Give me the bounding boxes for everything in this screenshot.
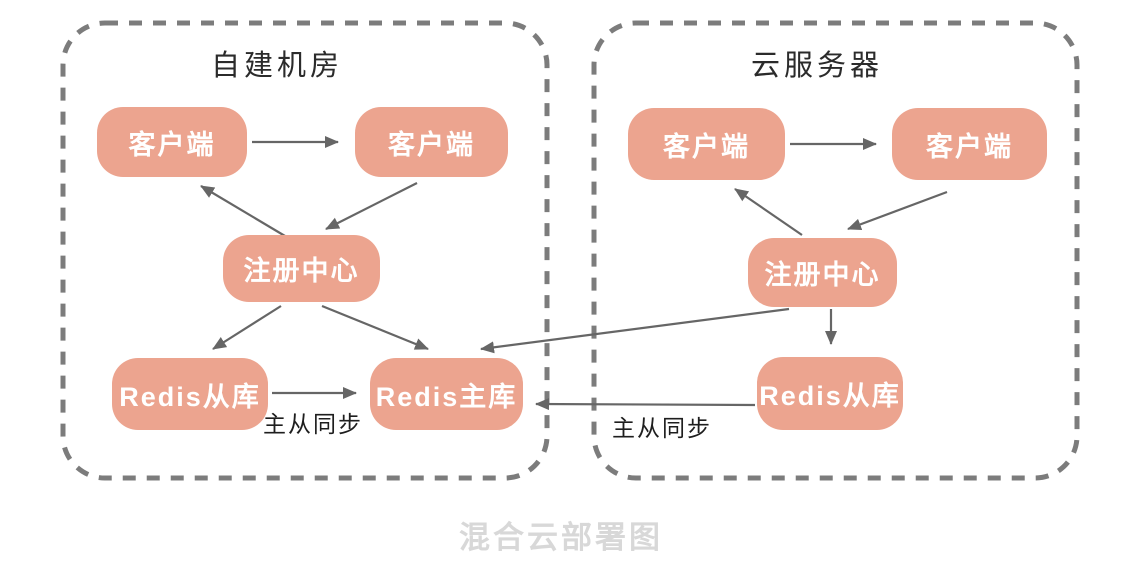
datacenter-container-border	[60, 20, 550, 481]
arrow-cloud-registry-to-dc-redis-master	[480, 307, 790, 354]
arrow-cloud-redis-slave-to-dc-redis-master-sync	[535, 398, 756, 411]
node-cloud-client-a: 客户端	[628, 108, 785, 180]
node-dc-redis-master: Redis主库	[370, 358, 523, 430]
node-dc-client-b: 客户端	[355, 107, 508, 177]
node-dc-client-a: 客户端	[97, 107, 247, 177]
node-dc-registry: 注册中心	[223, 235, 380, 302]
arrow-cloud-registry-to-client-a	[734, 188, 803, 236]
arrow-dc-registry-to-redis-slave	[212, 305, 282, 350]
node-cloud-redis-slave: Redis从库	[757, 357, 903, 430]
dc-sync-label: 主从同步	[263, 411, 363, 437]
node-dc-redis-slave: Redis从库	[112, 358, 268, 430]
node-cloud-client-b: 客户端	[892, 108, 1047, 180]
cloud-container-border	[591, 20, 1080, 481]
diagram-caption: 混合云部署图	[459, 520, 663, 555]
datacenter-title: 自建机房	[210, 50, 343, 82]
node-cloud-registry: 注册中心	[748, 238, 897, 307]
arrow-dc-registry-to-client-a	[200, 185, 286, 237]
arrow-dc-registry-to-redis-master	[321, 304, 429, 351]
arrow-dc-client-b-to-registry	[325, 182, 418, 230]
cloud-title: 云服务器	[750, 50, 883, 82]
arrow-cloud-client-b-to-registry	[847, 190, 948, 231]
cloud-sync-label: 主从同步	[612, 415, 712, 441]
